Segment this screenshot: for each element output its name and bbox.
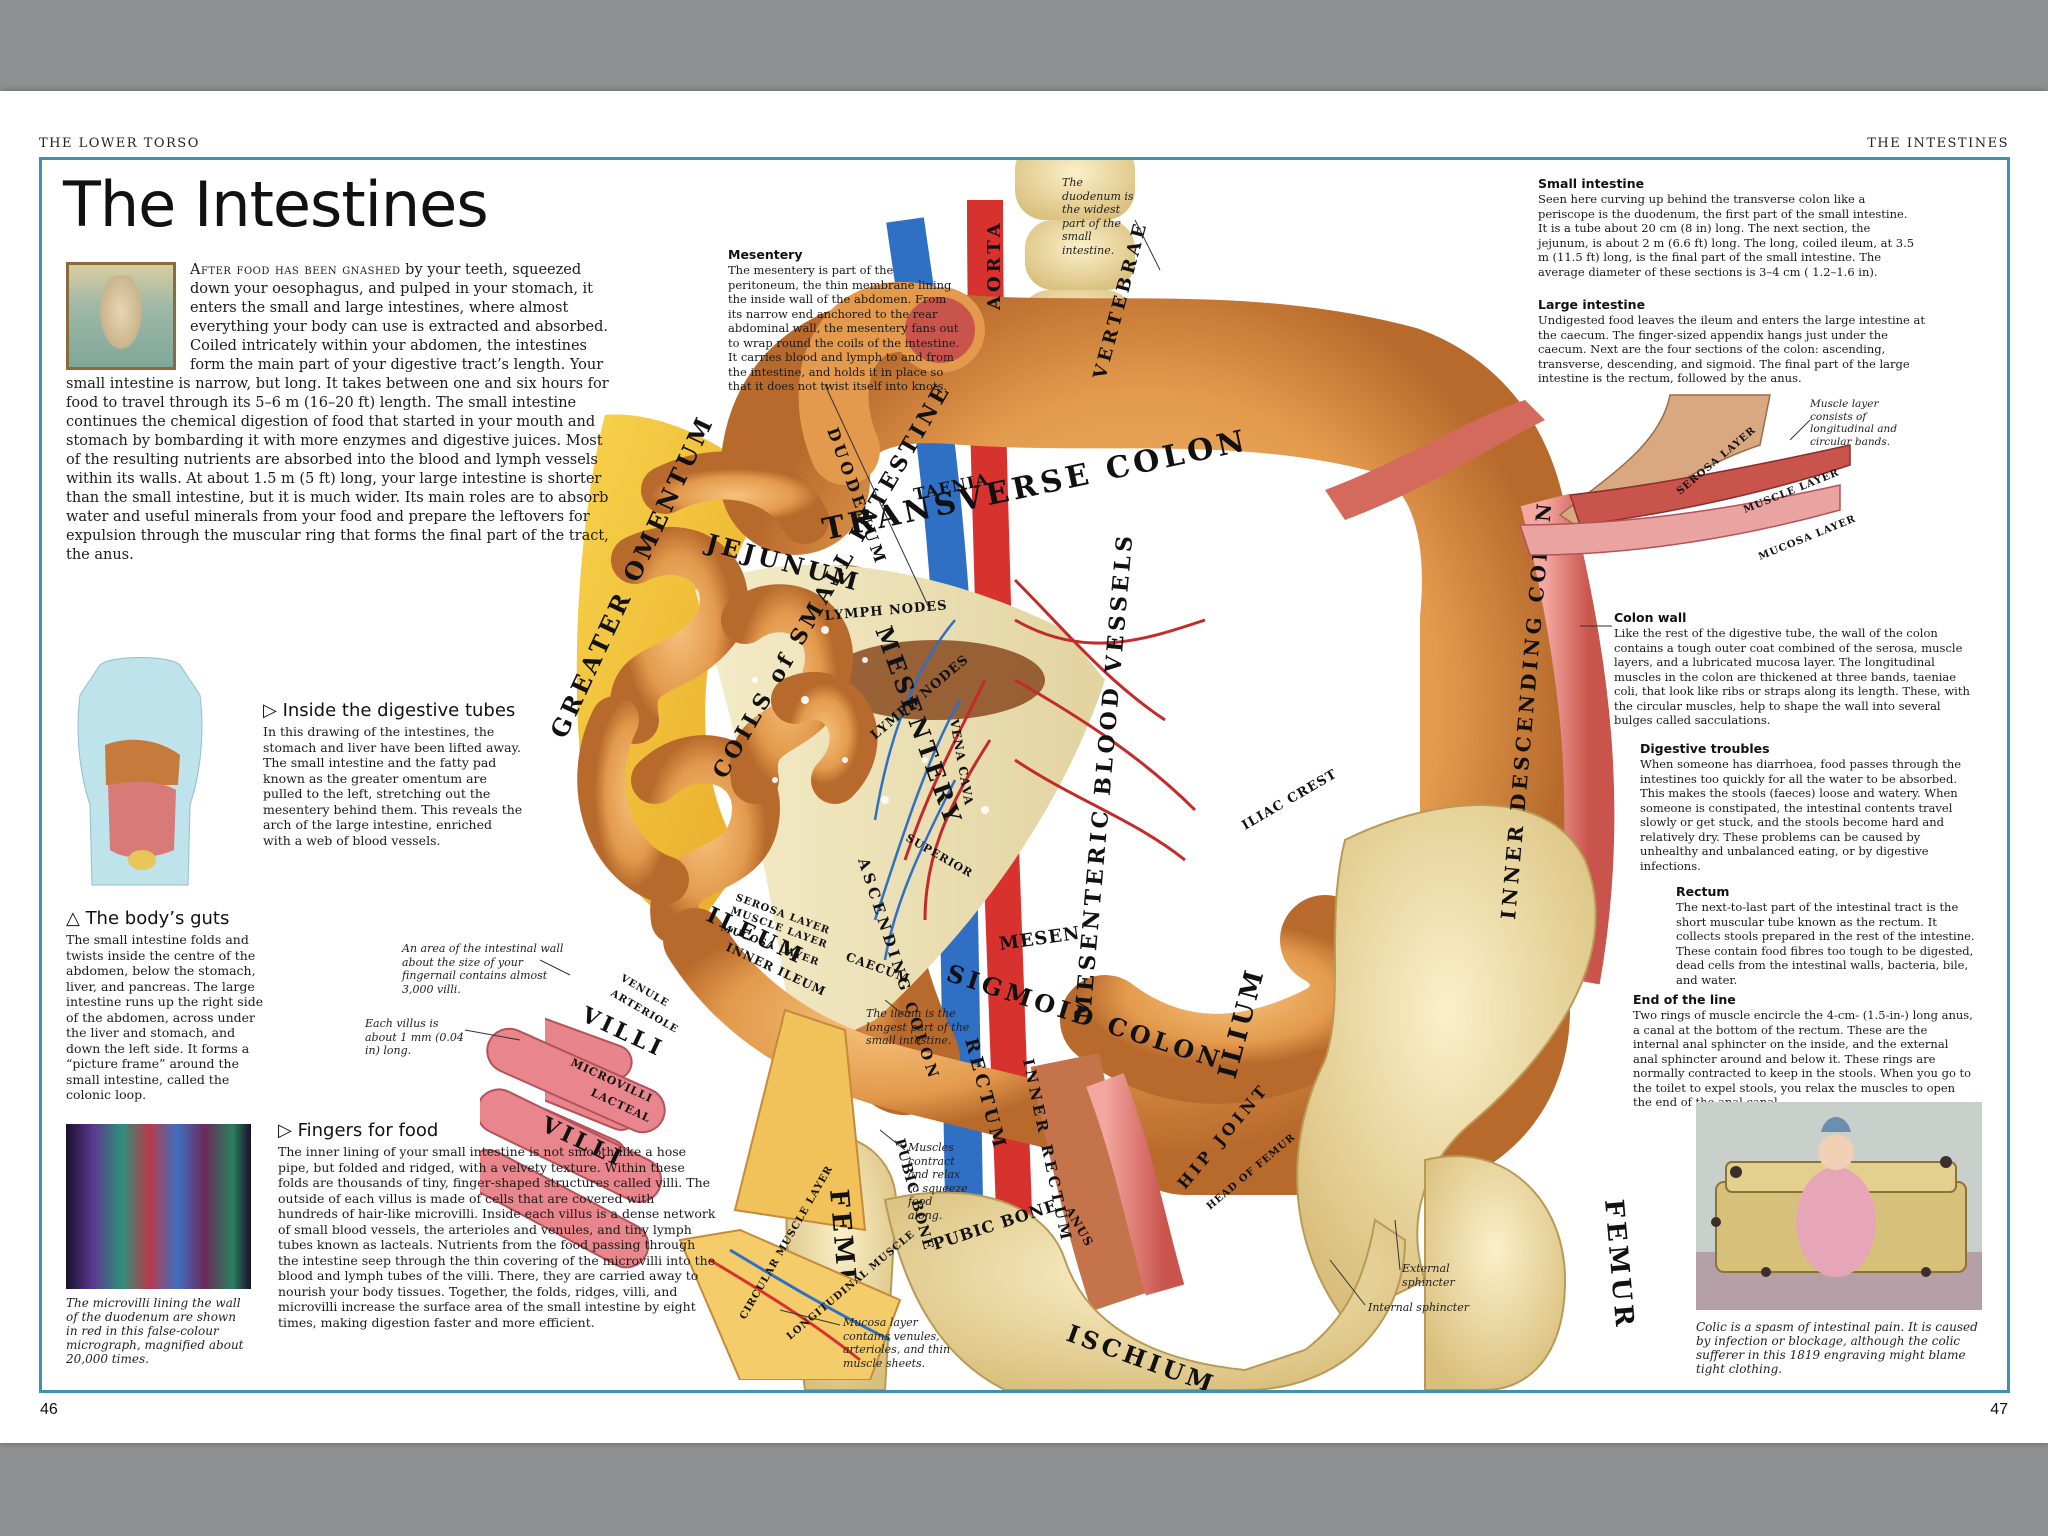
mesentery-heading: Mesentery xyxy=(728,247,803,262)
external-sphincter-note: External sphincter xyxy=(1402,1262,1455,1289)
end-of-line-text: Two rings of muscle encircle the 4-cm- (… xyxy=(1633,1008,1973,1109)
colon-wall-layers-illustration: SEROSA LAYER MUSCLE LAYER MUCOSA LAYER xyxy=(1518,394,1858,563)
label-aorta: AORTA xyxy=(984,219,1005,311)
muscle-layer-note: Muscle layer consists of longitudinal an… xyxy=(1810,398,1898,448)
bodys-guts-heading: △ The body’s guts xyxy=(66,908,230,929)
colon-wall-heading: Colon wall xyxy=(1614,610,1687,625)
small-intestine-heading: Small intestine xyxy=(1538,176,1645,191)
running-head-left: THE LOWER TORSO xyxy=(39,136,200,151)
rectum-caption: Rectum The next-to-last part of the inte… xyxy=(1676,884,1980,987)
rectum-shape xyxy=(1030,1053,1159,1312)
villi-area-note: An area of the intestinal wall about the… xyxy=(402,942,564,996)
end-of-line-caption: End of the line Two rings of muscle enci… xyxy=(1633,992,1973,1110)
villus-length-note: Each villus is about 1 mm (0.04 in) long… xyxy=(365,1017,464,1057)
colon-wall-layers xyxy=(1325,400,1545,520)
large-intestine-caption: Large intestine Undigested food leaves t… xyxy=(1538,297,1928,386)
label-femur-right: FEMUR xyxy=(1598,1198,1635,1331)
fingers-for-food-box: ▷ Fingers for food The inner lining of y… xyxy=(278,1120,718,1330)
ileum-note: The ileum is the longest part of the sma… xyxy=(866,1007,970,1047)
digestive-troubles-caption: Digestive troubles When someone has diar… xyxy=(1640,741,1980,873)
small-intestine-text: Seen here curving up behind the transver… xyxy=(1538,192,1915,279)
abdomen-thumbnail-image xyxy=(66,262,176,370)
bodys-guts-box: △ The body’s guts The small intestine fo… xyxy=(66,908,271,1103)
end-of-line-heading: End of the line xyxy=(1633,992,1736,1007)
intestine-illustration: GREATER OMENTUM JEJUNUM COILS of SMALL I… xyxy=(545,160,1635,1390)
small-intestine-caption: Small intestine Seen here curving up beh… xyxy=(1538,176,1918,279)
intro-paragraph: After food has been gnashed by your teet… xyxy=(66,261,612,565)
running-head-right: THE INTESTINES xyxy=(1867,136,2009,151)
bodys-guts-text: The small intestine folds and twists ins… xyxy=(66,932,264,1102)
page-title: The Intestines xyxy=(63,168,489,241)
micrograph-image xyxy=(66,1124,251,1289)
colon-wall-text: Like the rest of the digestive tube, the… xyxy=(1614,626,1970,727)
rectum-heading: Rectum xyxy=(1676,884,1730,899)
intro-text: by your teeth, squeezed down your oesoph… xyxy=(66,262,609,563)
rectum-text: The next-to-last part of the intestinal … xyxy=(1676,900,1975,987)
villi-label-layer: VILLI VILLI MICROVILLI LACTEAL VENULE AR… xyxy=(480,973,917,1380)
inside-tubes-heading: ▷ Inside the digestive tubes xyxy=(263,700,516,721)
label-iliac-crest: ILIAC CREST xyxy=(1240,767,1341,834)
small-intestine-coils xyxy=(577,451,878,944)
inside-tubes-box: ▷ Inside the digestive tubes In this dra… xyxy=(263,700,523,848)
fingers-heading: ▷ Fingers for food xyxy=(278,1120,439,1141)
label-mesenteric-vessels: MESENTERIC BLOOD VESSELS xyxy=(1070,531,1139,1021)
colon-wall-caption: Colon wall Like the rest of the digestiv… xyxy=(1614,610,1974,728)
micrograph-caption: The microvilli lining the wall of the du… xyxy=(66,1296,244,1366)
digestive-troubles-text: When someone has diarrhoea, food passes … xyxy=(1640,757,1962,873)
mesenteric-blood-vessels xyxy=(903,578,1206,921)
duodenum-note: The duodenum is the widest part of the s… xyxy=(1062,176,1134,257)
page-number-left: 46 xyxy=(40,1401,58,1418)
large-intestine-heading: Large intestine xyxy=(1538,297,1646,312)
torso-figure-image xyxy=(77,657,203,886)
lymph-node-dots xyxy=(752,626,989,814)
internal-sphincter-note: Internal sphincter xyxy=(1368,1301,1469,1314)
fingers-text: The inner lining of your small intestine… xyxy=(278,1144,716,1330)
inside-tubes-text: In this drawing of the intestines, the s… xyxy=(263,724,523,848)
mucosa-note: Mucosa layer contains venules, arteriole… xyxy=(843,1316,951,1370)
mesentery-caption: Mesentery The mesentery is part of the p… xyxy=(728,247,960,394)
inner-rectum-shape xyxy=(1086,1072,1185,1296)
mesentery-text: The mesentery is part of the peritoneum,… xyxy=(728,263,960,393)
colic-caption: Colic is a spasm of intestinal pain. It … xyxy=(1696,1320,1978,1376)
colic-engraving-image xyxy=(1696,1102,1982,1310)
digestive-troubles-heading: Digestive troubles xyxy=(1640,741,1770,756)
page-number-right: 47 xyxy=(1990,1401,2008,1418)
muscles-note: Muscles contract and relax to squeeze fo… xyxy=(908,1141,968,1222)
large-intestine-text: Undigested food leaves the ileum and ent… xyxy=(1538,313,1925,385)
intro-lead-in: After food has been gnashed xyxy=(190,262,401,278)
